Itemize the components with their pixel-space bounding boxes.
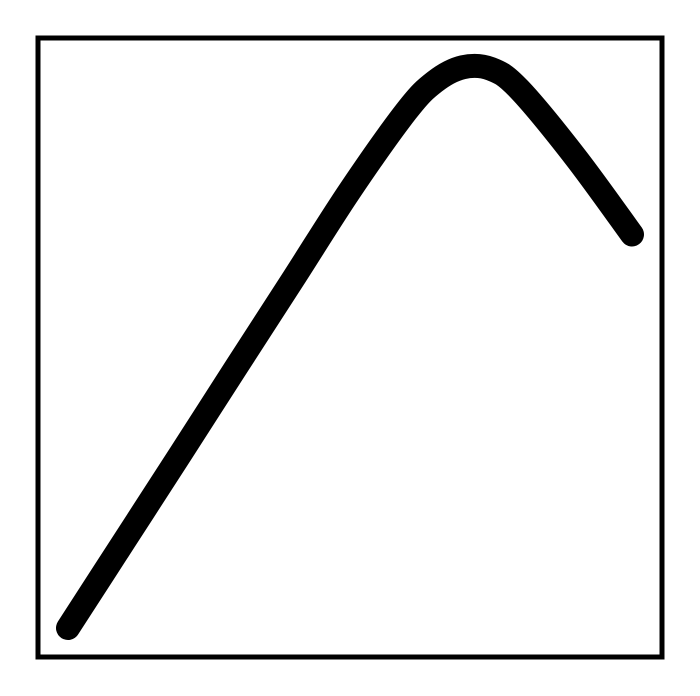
series-layer: [56, 53, 644, 640]
series-line-1: [56, 53, 644, 640]
